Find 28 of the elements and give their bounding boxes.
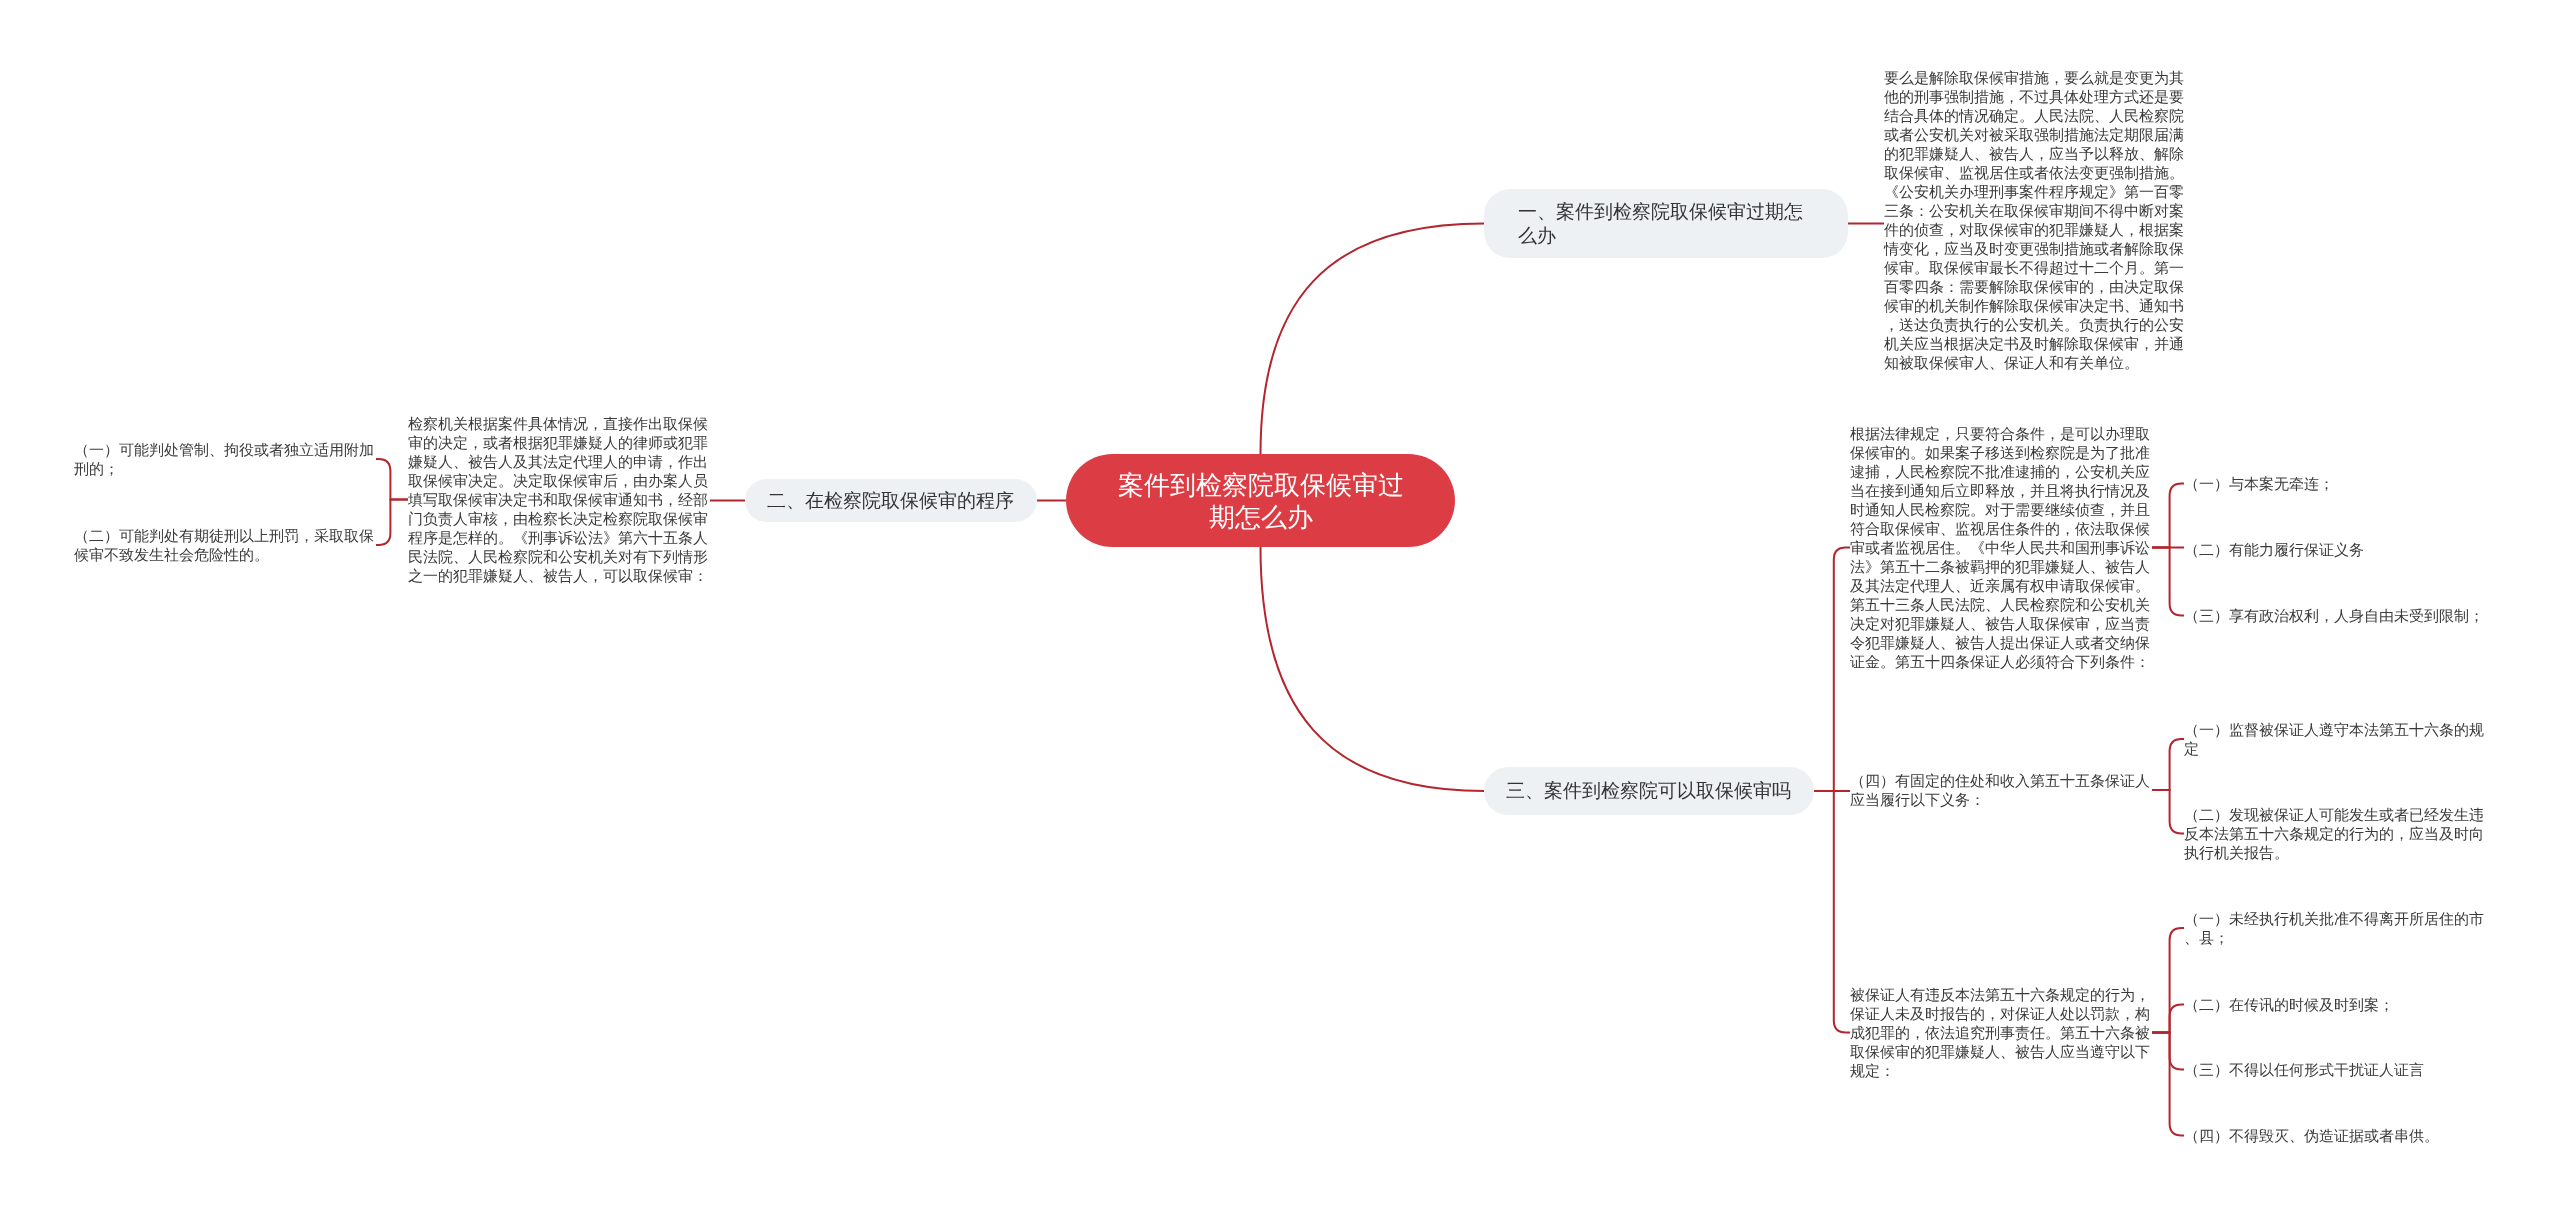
connector-line <box>1813 790 1851 1034</box>
note-text: （一）与本案无牵连； <box>2184 474 2334 493</box>
connector-line <box>1259 222 1485 455</box>
subtopic-pill: 三、案件到检察院可以取保候审吗 <box>1484 767 1814 815</box>
note-text: （二）发现被保证人可能发生或者已经发生违反本法第五十六条规定的行为的，应当及时向执行机关报告。 <box>2184 805 2486 862</box>
note-text: （三）不得以任何形式干扰证人证言 <box>2184 1060 2424 1079</box>
note-text: 要么是解除取保候审措施，要么就是变更为其他的刑事强制措施，不过具体处理方式还是要结合具体的情况确定。人民法院、人民检察院或者公安机关对被采取强制措施法定期限届满的犯罪嫌疑人、被告人，应当予以释放、解除取保候审、监视居住或者依法变更强制措施。《公安机关办理刑事案件程序规定》第一百零三条：公安机关在取保候审期间不得中断对案件的侦查，对取保候审的犯罪嫌疑人，根据案情变化，应当及时变更强制措施或者解除取保候审。取保候审最长不得超过十二个月。第一百零四条：需要解除取保候审的，由决定取保候审的机关制作解除取保候审决定书、通知书，送达负责执行的公安机关。负责执行的公安机关应当根据决定书及时解除取保候审，并通知被取保候审人、保证人和有关单位。 <box>1884 68 2186 372</box>
subtopic-pill: 一、案件到检察院取保候审过期怎么办 <box>1484 189 1848 258</box>
note-text: 检察机关根据案件具体情况，直接作出取保候审的决定，或者根据犯罪嫌疑人的律师或犯罪嫌疑人、被告人及其法定代理人的申请，作出取保候审决定。决定取保候审后，由办案人员填写取保候审决定书和取保候审通知书，经部门负责人审核，由检察长决定检察院取保候审程序是怎样的。《刑事诉讼法》第六十五条人民法院、人民检察院和公安机关对有下列情形之一的犯罪嫌疑人、被告人，可以取保候审： <box>408 414 710 585</box>
connector-line <box>1847 222 1885 225</box>
note-text: （一）可能判处管制、拘役或者独立适用附加刑的； <box>74 440 376 478</box>
connector-line <box>709 499 746 502</box>
note-text: （四）不得毁灭、伪造证据或者串供。 <box>2184 1126 2439 1145</box>
note-text: 被保证人有违反本法第五十六条规定的行为，保证人未及时报告的，对保证人处以罚款，构成犯罪的，依法追究刑事责任。第五十六条被取保候审的犯罪嫌疑人、被告人应当遵守以下规定： <box>1850 985 2152 1080</box>
connector-line <box>375 498 409 546</box>
connector-line <box>1259 546 1485 792</box>
note-text: （二）在传讯的时候及时到案； <box>2184 995 2394 1014</box>
note-text: （三）享有政治权利，人身自由未受到限制； <box>2184 606 2484 625</box>
note-text: （二）有能力履行保证义务 <box>2184 540 2364 559</box>
note-text: （一）未经执行机关批准不得离开所居住的市、县； <box>2184 909 2486 947</box>
note-text: 根据法律规定，只要符合条件，是可以办理取保候审的。如果案子移送到检察院是为了批准逮捕，人民检察院不批准逮捕的，公安机关应当在接到通知后立即释放，并且将执行情况及时通知人民检察院。对于需要继续侦查，并且符合取保候审、监视居住条件的，依法取保候审或者监视居住。《中华人民共和国刑事诉讼法》第五十二条被羁押的犯罪嫌疑人、被告人及其法定代理人、近亲属有权申请取保候审。第五十三条人民法院、人民检察院和公安机关决定对犯罪嫌疑人、被告人取保候审，应当责令犯罪嫌疑人、被告人提出保证人或者交纳保证金。第五十四条保证人必须符合下列条件： <box>1850 424 2152 671</box>
central-topic: 案件到检察院取保候审过期怎么办 <box>1066 454 1455 547</box>
connector-line <box>2151 789 2185 835</box>
note-text: （四）有固定的住处和收入第五十五条保证人应当履行以下义务： <box>1850 771 2152 809</box>
subtopic-pill: 二、在检察院取保候审的程序 <box>745 479 1037 522</box>
connector-line <box>1036 499 1067 502</box>
note-text: （一）监督被保证人遵守本法第五十六条的规定 <box>2184 720 2486 758</box>
note-text: （二）可能判处有期徒刑以上刑罚，采取取保候审不致发生社会危险性的。 <box>74 526 376 564</box>
